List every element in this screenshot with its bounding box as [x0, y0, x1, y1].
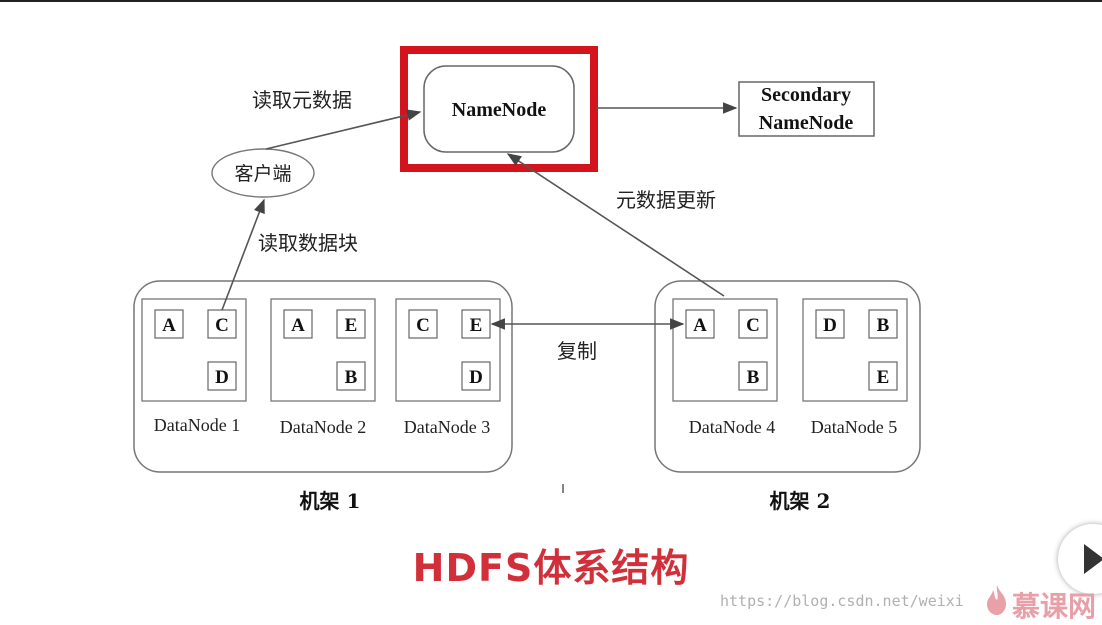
datanode-1-box — [141, 298, 247, 402]
watermark-brand: 慕课网 — [1012, 590, 1097, 623]
block-dn4-b — [738, 361, 768, 391]
block-dn5-d-label: D — [823, 315, 837, 336]
block-dn2-b — [336, 361, 366, 391]
secondary-namenode-line2: NameNode — [759, 112, 854, 134]
block-dn3-d — [461, 361, 491, 391]
edge-label-replicate: 复制 — [557, 339, 597, 363]
block-dn5-e-label: E — [877, 367, 890, 388]
block-dn5-d — [815, 309, 845, 339]
client-label: 客户端 — [234, 163, 291, 185]
arrow-datanode4-to-namenode — [506, 153, 725, 297]
block-dn3-c — [408, 309, 438, 339]
block-dn3-c-label: C — [416, 315, 430, 336]
edge-label-read-metadata: 读取元数据 — [252, 88, 352, 112]
block-dn4-a-label: A — [693, 315, 707, 336]
namenode-highlight — [400, 46, 598, 172]
rack-1-label: 机架 1 — [300, 489, 361, 513]
datanode-3-box — [395, 298, 501, 402]
datanode-3-label: DataNode 3 — [404, 417, 490, 437]
arrow-client-to-namenode — [265, 109, 422, 150]
datanode-5-label: DataNode 5 — [811, 417, 897, 437]
rack-1-container — [133, 280, 513, 473]
datanode-5-box — [802, 298, 908, 402]
datanode-2-label: DataNode 2 — [280, 417, 366, 437]
block-dn2-e — [336, 309, 366, 339]
block-dn2-e-label: E — [345, 315, 358, 336]
block-dn4-b-label: B — [747, 367, 760, 388]
datanode-2-box — [270, 298, 376, 402]
client-node[interactable] — [211, 148, 315, 198]
block-dn2-b-label: B — [345, 367, 358, 388]
rack-2-container — [654, 280, 921, 473]
block-dn4-a — [685, 309, 715, 339]
edge-label-metadata-update: 元数据更新 — [616, 188, 716, 212]
diagram-title: HDFS体系结构 — [412, 546, 690, 590]
block-dn1-d-label: D — [215, 367, 229, 388]
flame-logo-icon — [987, 585, 1006, 615]
block-dn3-d-label: D — [469, 367, 483, 388]
secondary-namenode-box[interactable] — [738, 81, 875, 137]
namenode-label: NameNode — [452, 99, 547, 121]
datanode-4-label: DataNode 4 — [689, 417, 775, 437]
block-dn2-a — [283, 309, 313, 339]
block-dn3-e — [461, 309, 491, 339]
datanode-4-box — [672, 298, 778, 402]
block-dn2-a-label: A — [291, 315, 305, 336]
rack-2-label: 机架 2 — [770, 489, 831, 513]
arrow-datanode1-to-client — [221, 198, 265, 311]
block-dn1-a — [154, 309, 184, 339]
block-dn5-b — [868, 309, 898, 339]
block-dn3-e-label: E — [470, 315, 483, 336]
block-dn5-b-label: B — [877, 315, 890, 336]
play-icon — [1084, 544, 1102, 574]
watermark-url: https://blog.csdn.net/weixi — [720, 592, 964, 610]
block-dn1-c-label: C — [215, 315, 229, 336]
edge-label-read-blocks: 读取数据块 — [258, 231, 358, 255]
secondary-namenode-line1: Secondary — [761, 84, 851, 106]
block-dn4-c-label: C — [746, 315, 760, 336]
block-dn4-c — [738, 309, 768, 339]
top-border-line — [0, 0, 1102, 2]
datanode-1-label: DataNode 1 — [154, 415, 240, 435]
namenode-box[interactable] — [423, 65, 575, 153]
block-dn1-d — [207, 361, 237, 391]
block-dn5-e — [868, 361, 898, 391]
block-dn1-a-label: A — [162, 315, 176, 336]
